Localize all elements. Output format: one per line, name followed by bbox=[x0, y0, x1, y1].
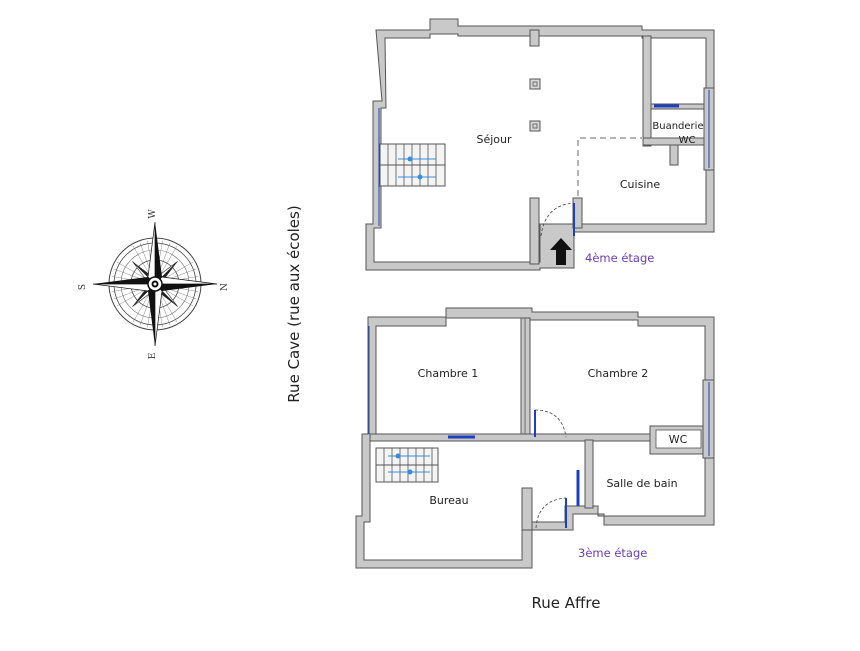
compass-label-w: W bbox=[148, 209, 158, 219]
room-label-cuisine: Cuisine bbox=[620, 178, 660, 191]
upper-floor-plan: Séjour Buanderie WC Cuisine 4ème étage bbox=[365, 18, 715, 271]
room-label-wc-lower: WC bbox=[669, 433, 688, 446]
compass-label-s: S bbox=[78, 284, 88, 290]
upper-wall-laundry-vertical bbox=[642, 35, 652, 147]
room-label-chambre2: Chambre 2 bbox=[588, 367, 649, 380]
upper-kitchen-boundary bbox=[577, 137, 643, 196]
entry-arrow-icon bbox=[550, 238, 572, 265]
upper-column-1-inner bbox=[532, 81, 538, 87]
compass-rose-icon: W N S E bbox=[78, 209, 230, 360]
compass-label-n: N bbox=[220, 283, 230, 291]
upper-staircase bbox=[379, 143, 446, 187]
floor-label-3: 3ème étage bbox=[578, 546, 647, 560]
lower-door-bedroom2-swing bbox=[534, 409, 567, 438]
floor-label-4: 4ème étage bbox=[585, 251, 654, 265]
room-label-bureau: Bureau bbox=[429, 494, 468, 507]
lower-door-bureau-swing bbox=[535, 497, 567, 529]
lower-floor-plan: Chambre 1 Chambre 2 WC Salle de bain Bur… bbox=[355, 307, 715, 569]
room-label-chambre1: Chambre 1 bbox=[418, 367, 479, 380]
street-label-south: Rue Affre bbox=[532, 594, 601, 612]
lower-wall-between-bedrooms bbox=[520, 317, 531, 441]
lower-staircase bbox=[375, 447, 439, 483]
upper-wall-kitchen-small bbox=[669, 144, 679, 166]
room-label-buanderie: Buanderie bbox=[652, 121, 703, 132]
lower-wall-bath-left bbox=[584, 439, 594, 509]
room-label-salle-de-bain: Salle de bain bbox=[606, 477, 677, 490]
lower-wall-bureau-right bbox=[521, 487, 533, 531]
lower-wc-interior bbox=[655, 429, 702, 449]
upper-column-1 bbox=[529, 78, 541, 90]
upper-inner-wall-left-of-entry bbox=[529, 197, 540, 265]
upper-entry-door-swing bbox=[540, 202, 575, 237]
street-label-west: Rue Cave (rue aux écoles) bbox=[285, 205, 303, 402]
upper-column-2-inner bbox=[532, 123, 538, 129]
upper-column-2 bbox=[529, 120, 541, 132]
upper-wall-laundry-bottom bbox=[642, 137, 707, 146]
upper-pillar-top bbox=[529, 29, 540, 47]
room-label-wc-upper: WC bbox=[679, 135, 696, 146]
room-label-sejour: Séjour bbox=[476, 133, 512, 146]
compass-label-e: E bbox=[148, 353, 158, 360]
